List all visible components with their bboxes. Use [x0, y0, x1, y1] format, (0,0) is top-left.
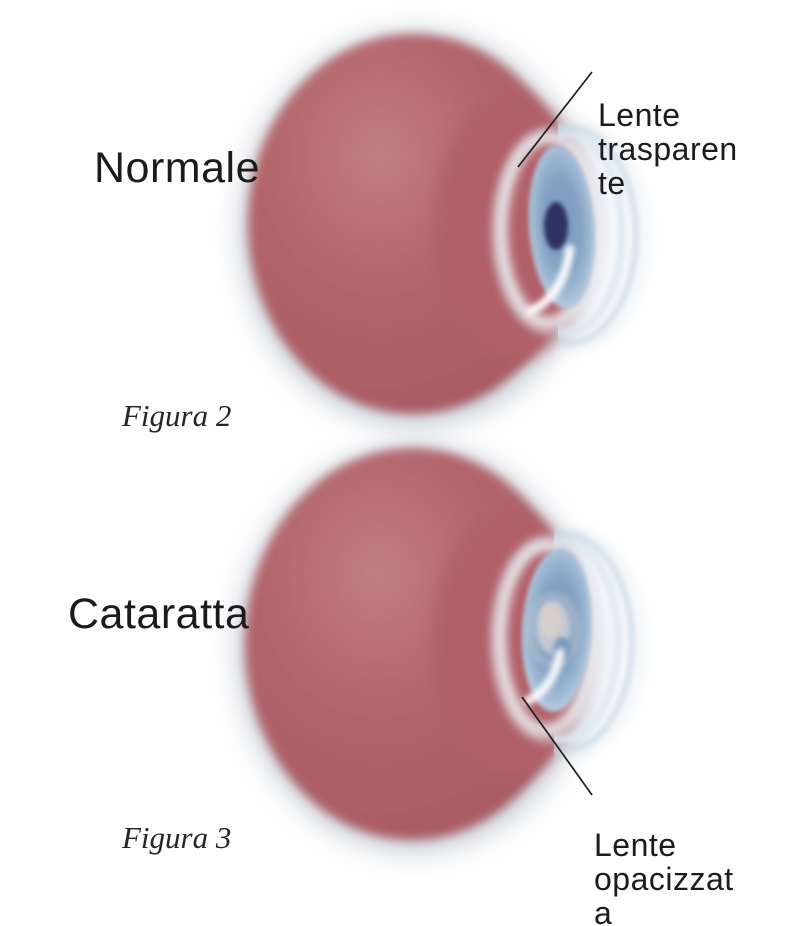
leader-line-opacified-lens	[521, 696, 593, 796]
cornea-dome	[554, 527, 646, 759]
transparent-lens-annotation: Lente trasparen te	[598, 97, 738, 201]
cornea-dome	[558, 120, 650, 352]
normal-eye-label: Normale	[94, 144, 260, 192]
cataract-eye-illustration	[236, 445, 646, 853]
figure-2-caption: Figura 2	[122, 398, 232, 433]
lens-highlight	[523, 648, 565, 706]
opacified-lens-annotation: Lente opacizzat a	[594, 827, 734, 926]
pupil	[544, 202, 568, 250]
cataract-cloud-core	[540, 604, 562, 638]
lens-highlight	[526, 244, 575, 316]
normal-eye-illustration	[239, 30, 650, 428]
leader-line-transparent-lens	[517, 71, 593, 168]
figure-3-caption: Figura 3	[122, 820, 232, 855]
cataract-eye-label: Cataratta	[68, 590, 250, 638]
